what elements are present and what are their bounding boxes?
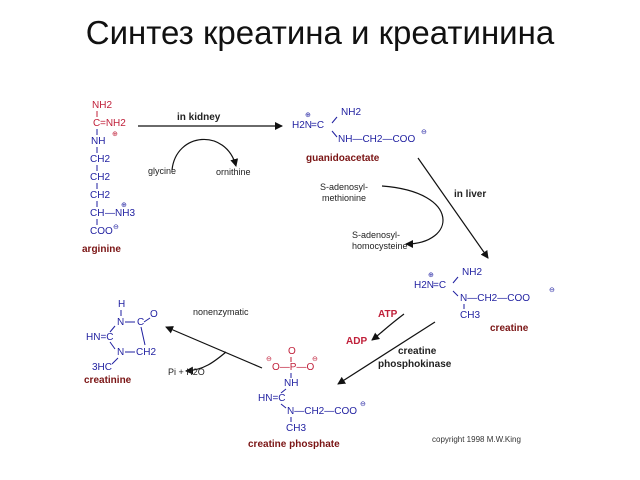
- guanidoacetate-nh2: NH2: [341, 107, 361, 118]
- arginine-nh3: —NH3: [105, 208, 135, 219]
- liver-arrow: [417, 157, 489, 259]
- phosphorylation-arrow: [337, 321, 436, 385]
- arginine-label: arginine: [82, 244, 121, 255]
- creatinine-n2: N: [117, 347, 124, 358]
- arginine-ch2-3: CH2: [90, 190, 110, 201]
- byproduct-label: Pi + H2O: [168, 367, 205, 377]
- creatine-phosphate-p-row: O—P—O: [272, 362, 314, 373]
- arginine-ch2-2: CH2: [90, 172, 110, 183]
- guanidoacetate-chain: NH—CH2—COO: [338, 134, 415, 145]
- creatine-phosphate-ch3: CH3: [286, 423, 306, 434]
- creatinine-h3c: 3HC: [92, 362, 112, 373]
- guanidoacetate-h2n-charge: ⊕: [305, 112, 311, 119]
- creatine-h2n-charge: ⊕: [428, 272, 434, 279]
- creatinine-ch2: CH2: [136, 347, 156, 358]
- creatinine-h: H: [118, 299, 125, 310]
- creatine-phosphate-coo-charge: ⊖: [360, 401, 366, 408]
- arginine-nh3-charge: ⊕: [121, 202, 127, 209]
- creatine-structure: NH2 ⊕ H2N =C N—CH2—COO ⊖ CH3 creatine: [414, 267, 555, 334]
- creatine-phosphate-nh: NH: [284, 378, 298, 389]
- sam-label-2: methionine: [322, 193, 366, 203]
- creatinine-label: creatinine: [84, 375, 132, 386]
- ornithine-label: ornithine: [216, 167, 251, 177]
- arginine-ch: CH: [90, 208, 104, 219]
- sam-arrow: [381, 185, 444, 248]
- guanidoacetate-label: guanidoacetate: [306, 153, 380, 164]
- creatine-phosphate-o-top: O: [288, 346, 296, 357]
- creatinine-n1: N: [117, 317, 124, 328]
- creatinine-o: O: [150, 309, 158, 320]
- creatine-phosphate-charge-left: ⊖: [266, 356, 272, 363]
- creatine-phosphate-charge-right: ⊖: [312, 356, 318, 363]
- nonenzymatic-label: nonenzymatic: [193, 307, 249, 317]
- creatine-nh2: NH2: [462, 267, 482, 278]
- creatine-phosphate-hn: HN=C: [258, 393, 286, 404]
- creatine-phosphate-structure: O ⊖ O—P—O ⊖ NH HN=C N—CH2—COO ⊖ CH3 crea…: [248, 346, 366, 450]
- in-liver-label: in liver: [454, 189, 486, 200]
- arginine-nh: NH: [91, 136, 105, 147]
- creatine-ch3: CH3: [460, 310, 480, 321]
- byproduct-arrow: [185, 351, 227, 375]
- arginine-structure: NH2 C =NH2 ⊕ NH CH2 CH2 CH2 CH —NH3 ⊕ CO…: [82, 100, 135, 255]
- copyright-notice: copyright 1998 M.W.King: [432, 435, 521, 444]
- creatine-eq-c: =C: [433, 280, 446, 291]
- creatine-label: creatine: [490, 323, 529, 334]
- nonenzymatic-arrow: [165, 326, 263, 369]
- glycine-label: glycine: [148, 166, 176, 176]
- creatine-chain: N—CH2—COO: [460, 293, 530, 304]
- arginine-ch2-1: CH2: [90, 154, 110, 165]
- arginine-c: C: [93, 118, 100, 129]
- guanidoacetate-eq-c: =C: [311, 120, 324, 131]
- arginine-nh2-eq: =NH2: [100, 118, 126, 129]
- adp-label: ADP: [346, 336, 367, 347]
- guanidoacetate-h2n: H2N: [292, 120, 312, 131]
- creatinine-structure: H N C O HN=C N CH2 3HC creatinine: [84, 299, 158, 386]
- arginine-coo: COO: [90, 226, 113, 237]
- page-title: Синтез креатина и креатинина: [85, 14, 555, 51]
- guanidoacetate-coo-charge: ⊖: [421, 129, 427, 136]
- creatine-coo-charge: ⊖: [549, 287, 555, 294]
- creatine-phosphate-chain: N—CH2—COO: [287, 406, 357, 417]
- atp-label: ATP: [378, 309, 398, 320]
- glycine-ornithine-arrow: [171, 138, 239, 171]
- in-kidney-label: in kidney: [177, 112, 221, 123]
- enzyme-label-1: creatine: [398, 346, 437, 357]
- creatinine-hn: HN=C: [86, 332, 114, 343]
- sah-label-2: homocysteine: [352, 241, 408, 251]
- creatinine-c-o: C: [137, 317, 144, 328]
- creatine-phosphate-label: creatine phosphate: [248, 439, 340, 450]
- arginine-coo-charge: ⊖: [113, 224, 119, 231]
- creatine-h2n: H2N: [414, 280, 434, 291]
- sah-label-1: S-adenosyl-: [352, 230, 400, 240]
- arginine-nh2-top: NH2: [92, 100, 112, 111]
- atp-arrow: [371, 313, 405, 341]
- guanidoacetate-structure: NH2 ⊕ H2N =C NH—CH2—COO ⊖ guanidoacetate: [292, 107, 427, 164]
- arginine-plus: ⊕: [112, 131, 118, 138]
- sam-label-1: S-adenosyl-: [320, 182, 368, 192]
- enzyme-label-2: phosphokinase: [378, 359, 452, 370]
